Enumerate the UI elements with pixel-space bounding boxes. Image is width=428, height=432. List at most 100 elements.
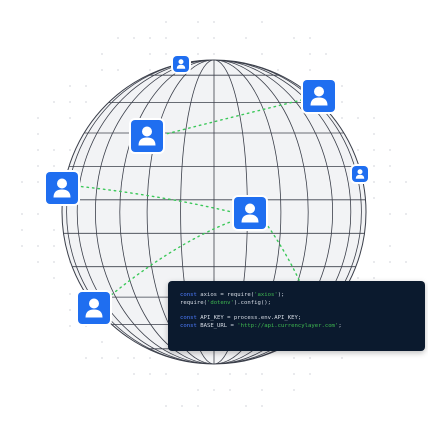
background-dot (261, 53, 263, 55)
background-dot (165, 405, 167, 407)
background-dot (85, 357, 87, 359)
background-dot (69, 325, 71, 327)
background-dot (405, 181, 407, 183)
user-avatar-icon (173, 56, 189, 72)
background-dot (149, 53, 151, 55)
user-avatar-icon (78, 292, 110, 324)
background-dot (309, 37, 311, 39)
background-dot (21, 181, 23, 183)
code-text: axios = require( (197, 292, 254, 298)
code-string: 'dotenv' (207, 300, 234, 306)
background-dot (341, 85, 343, 87)
user-avatar-icon (131, 120, 163, 152)
background-dot (389, 149, 391, 151)
background-dot (37, 213, 39, 215)
background-dot (373, 277, 375, 279)
background-dot (37, 261, 39, 263)
background-dot (117, 357, 119, 359)
code-text: BASE_URL = (197, 323, 237, 329)
background-dot (341, 117, 343, 119)
background-dot (85, 101, 87, 103)
background-dot (357, 149, 359, 151)
code-snippet-panel: const axios = require('axios'); require(… (168, 281, 425, 351)
background-dot (197, 21, 199, 23)
code-line: const API_KEY = process.env.API_KEY; (180, 314, 413, 322)
background-dot (53, 165, 55, 167)
background-dot (325, 53, 327, 55)
background-dot (389, 213, 391, 215)
code-keyword: const (180, 315, 197, 321)
background-dot (133, 37, 135, 39)
background-dot (101, 69, 103, 71)
code-keyword: const (180, 292, 197, 298)
code-string: 'axios' (254, 292, 278, 298)
background-dot (53, 229, 55, 231)
code-keyword: const (180, 323, 197, 329)
background-dot (37, 133, 39, 135)
background-dot (309, 53, 311, 55)
background-dot (309, 69, 311, 71)
background-dot (197, 405, 199, 407)
background-dot (69, 101, 71, 103)
background-dot (149, 37, 151, 39)
background-dot (37, 165, 39, 167)
code-text: ); (278, 292, 285, 298)
background-dot (21, 245, 23, 247)
background-dot (213, 389, 215, 391)
background-dot (133, 373, 135, 375)
code-text: ; (338, 323, 341, 329)
background-dot (181, 405, 183, 407)
user-avatar-icon (303, 80, 335, 112)
background-dot (357, 117, 359, 119)
background-dot (261, 21, 263, 23)
user-avatar-icon (352, 166, 368, 182)
background-dot (197, 53, 199, 55)
background-dot (373, 149, 375, 151)
background-dot (309, 373, 311, 375)
background-dot (293, 357, 295, 359)
background-dot (389, 181, 391, 183)
background-dot (229, 373, 231, 375)
background-dot (213, 53, 215, 55)
background-dot (261, 405, 263, 407)
background-dot (37, 245, 39, 247)
background-dot (53, 245, 55, 247)
background-dot (117, 37, 119, 39)
background-dot (37, 181, 39, 183)
background-dot (405, 261, 407, 263)
background-dot (389, 245, 391, 247)
background-dot (69, 293, 71, 295)
background-dot (229, 389, 231, 391)
background-dot (165, 53, 167, 55)
background-dot (245, 405, 247, 407)
code-text: ).config(); (234, 300, 271, 306)
background-dot (21, 213, 23, 215)
background-dot (197, 389, 199, 391)
background-dot (69, 85, 71, 87)
code-text: API_KEY = process.env.API_KEY; (197, 315, 301, 321)
background-dot (69, 117, 71, 119)
code-string: 'http://api.currencylayer.com' (237, 323, 338, 329)
background-dot (261, 373, 263, 375)
background-dot (133, 357, 135, 359)
background-dot (373, 165, 375, 167)
background-dot (53, 101, 55, 103)
background-dot (261, 389, 263, 391)
background-dot (53, 261, 55, 263)
background-dot (53, 149, 55, 151)
background-dot (357, 277, 359, 279)
background-dot (69, 149, 71, 151)
background-dot (213, 37, 215, 39)
background-dot (373, 197, 375, 199)
background-dot (373, 133, 375, 135)
code-line: const axios = require('axios'); (180, 291, 413, 299)
code-line: const BASE_URL = 'http://api.currencylay… (180, 322, 413, 330)
background-dot (101, 357, 103, 359)
code-text: require( (180, 300, 207, 306)
background-dot (341, 357, 343, 359)
background-dot (245, 373, 247, 375)
background-dot (149, 373, 151, 375)
background-dot (197, 373, 199, 375)
background-dot (309, 357, 311, 359)
